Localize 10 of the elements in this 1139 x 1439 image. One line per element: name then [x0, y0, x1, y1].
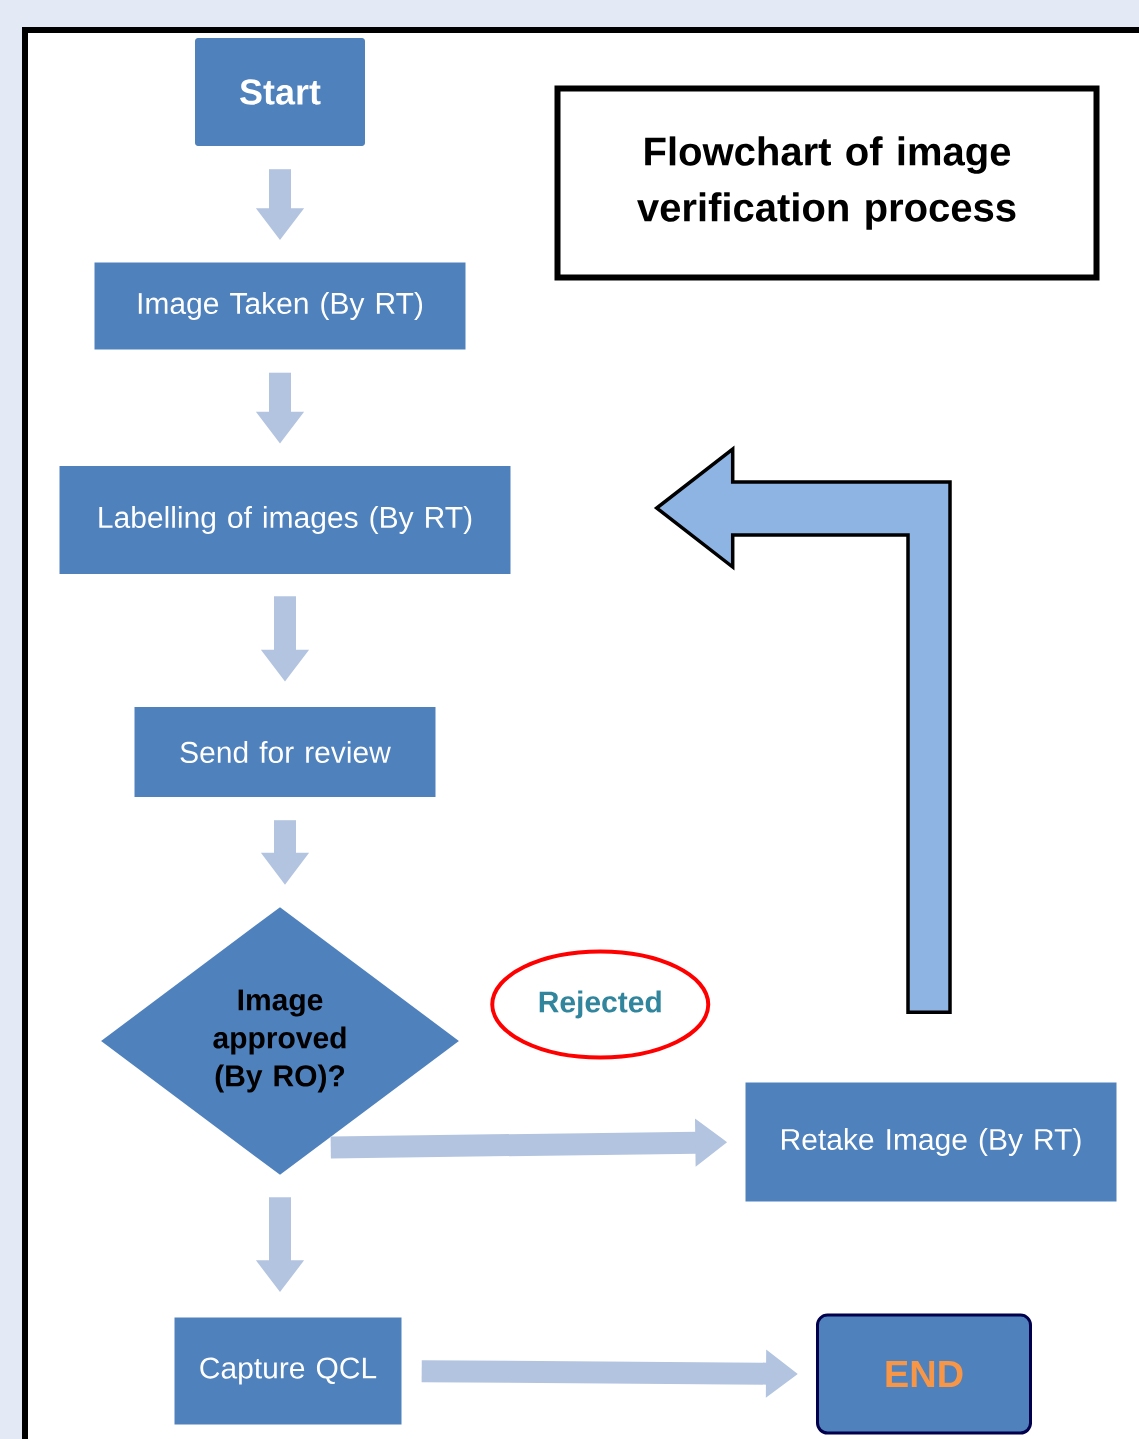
block-arrow: [653, 445, 952, 1015]
process-box: Labelling of images (By RT): [59, 466, 511, 574]
end-box: END: [816, 1313, 1032, 1435]
process-box: Image Taken (By RT): [94, 262, 466, 350]
process-box: Send for review: [134, 707, 436, 797]
process-box: Capture QCL: [174, 1317, 402, 1425]
process-box: Retake Image (By RT): [745, 1082, 1117, 1202]
title-box: Flowchart of image verification process: [554, 85, 1100, 281]
start-box: Start: [195, 38, 365, 146]
edge-label: Rejected: [490, 949, 711, 1060]
